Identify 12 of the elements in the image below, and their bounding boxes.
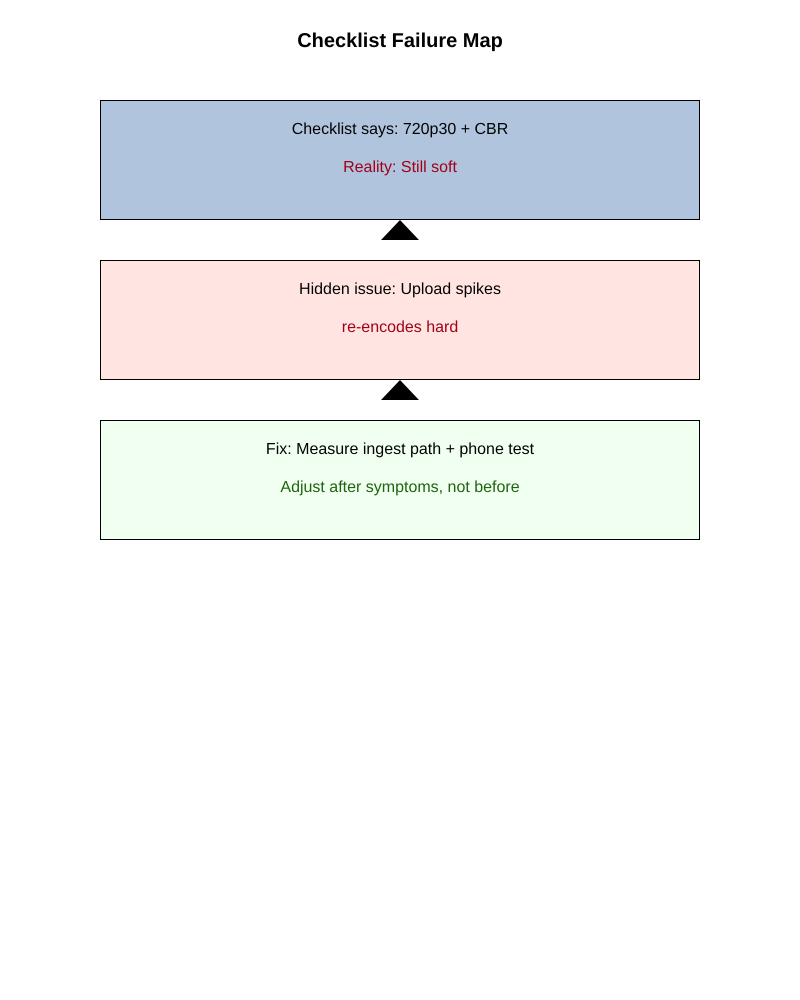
box-note: Adjust after symptoms, not before	[280, 478, 520, 498]
box-heading: Fix: Measure ingest path + phone test	[266, 440, 534, 460]
box-note: Reality: Still soft	[343, 158, 457, 178]
box-note: re-encodes hard	[342, 318, 458, 338]
box-heading: Hidden issue: Upload spikes	[299, 280, 501, 300]
arrow	[381, 380, 419, 400]
process-box	[100, 260, 700, 380]
process-box	[100, 420, 700, 540]
diagram-title: Checklist Failure Map	[296, 29, 504, 54]
process-box	[100, 100, 700, 220]
arrow	[381, 220, 419, 240]
box-heading: Checklist says: 720p30 + CBR	[292, 120, 508, 140]
